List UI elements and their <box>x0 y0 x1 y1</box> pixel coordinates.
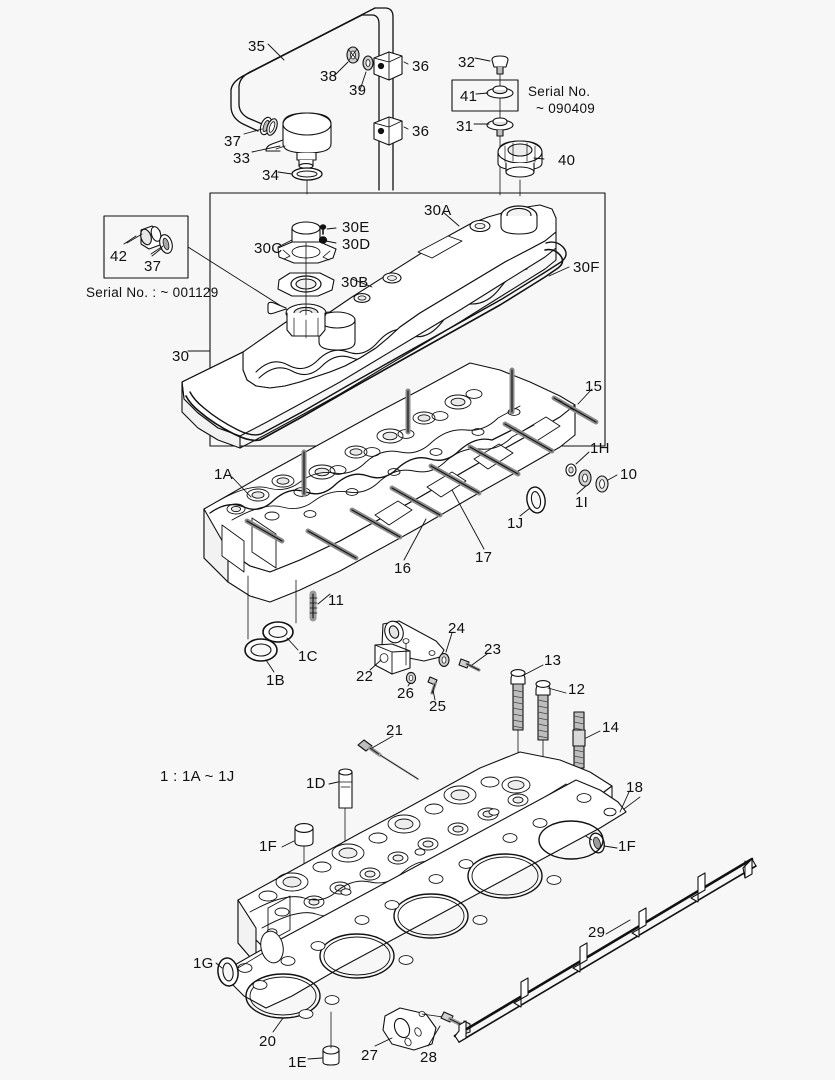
callout-25: 25 <box>429 698 447 715</box>
callout-26: 26 <box>397 685 415 702</box>
callout-18: 18 <box>626 779 644 796</box>
callout-11: 11 <box>328 592 345 609</box>
callout-22: 22 <box>356 668 374 685</box>
callout-1G: 1G <box>193 955 214 972</box>
callout-32: 32 <box>458 54 476 71</box>
callout-36-lower: 36 <box>412 123 430 140</box>
dowel-pin-11 <box>309 590 318 622</box>
breather-body-33 <box>265 112 332 169</box>
studs-upper-head <box>244 367 599 561</box>
washer-39 <box>362 55 374 71</box>
callout-14: 14 <box>602 719 620 736</box>
plug-1E <box>322 1045 340 1066</box>
valve-cover-30A <box>181 204 567 449</box>
callout-30B: 30B <box>341 274 369 291</box>
leader-lines <box>123 43 631 1060</box>
callout-37-top: 37 <box>224 133 242 150</box>
washer-1I <box>578 469 592 487</box>
thermostat-flange-27 <box>382 1007 437 1051</box>
callout-24: 24 <box>448 620 466 637</box>
callout-1F-right: 1F <box>618 838 637 855</box>
breather-hose-35 <box>230 7 394 191</box>
callout-41: 41 <box>460 88 478 105</box>
callout-30E: 30E <box>342 219 370 236</box>
washer-24 <box>438 653 450 667</box>
washer-10 <box>595 475 609 493</box>
callout-28: 28 <box>420 1049 438 1066</box>
hose-bracket-36-upper <box>373 51 403 81</box>
callout-1D: 1D <box>306 775 326 792</box>
callout-10: 10 <box>620 466 638 483</box>
group-legend-note: 1 : 1A ~ 1J <box>160 768 235 785</box>
callout-16: 16 <box>394 560 412 577</box>
o-ring-1J <box>526 486 546 514</box>
callout-38: 38 <box>320 68 338 85</box>
clip-30E <box>319 224 327 235</box>
bush-42 <box>140 225 162 250</box>
callout-27: 27 <box>361 1047 379 1064</box>
callout-12: 12 <box>568 681 586 698</box>
callout-30D: 30D <box>342 236 371 253</box>
bolt-25 <box>427 676 438 695</box>
callout-17: 17 <box>475 549 493 566</box>
callout-1H: 1H <box>590 440 610 457</box>
callout-23: 23 <box>484 641 502 658</box>
callout-35: 35 <box>248 38 266 55</box>
callout-1I: 1I <box>575 494 589 511</box>
cylinder-head-1A <box>203 362 576 603</box>
callout-31: 31 <box>456 118 474 135</box>
callout-42: 42 <box>110 248 128 265</box>
callout-30: 30 <box>172 348 190 365</box>
callout-13: 13 <box>544 652 562 669</box>
washer-26 <box>405 671 417 685</box>
o-ring-34 <box>291 167 323 181</box>
callout-20: 20 <box>259 1033 277 1050</box>
callout-1B: 1B <box>266 672 285 689</box>
o-ring-37-top <box>259 116 278 136</box>
callout-21: 21 <box>386 722 404 739</box>
callout-33: 33 <box>233 150 251 167</box>
callout-15: 15 <box>585 378 603 395</box>
cap-bolt-32 <box>491 55 509 75</box>
callout-1E: 1E <box>288 1054 307 1071</box>
callout-29: 29 <box>588 924 606 941</box>
clamp-38 <box>346 46 360 64</box>
callout-1F-left: 1F <box>259 838 278 855</box>
seal-washer-31 <box>486 117 514 137</box>
o-ring-37-serial <box>159 234 173 254</box>
callout-1C: 1C <box>298 648 318 665</box>
seal-washer-41 <box>486 85 514 99</box>
stud-15 <box>551 395 599 425</box>
callout-40: 40 <box>558 152 576 169</box>
callout-30F: 30F <box>573 259 600 276</box>
serial-note-right-line2: ~ 090409 <box>536 101 596 116</box>
callout-30C: 30C <box>254 240 283 257</box>
callout-1A: 1A <box>214 466 233 483</box>
pin-30D <box>318 236 328 244</box>
callout-1J: 1J <box>507 515 524 532</box>
bolt-23 <box>458 658 481 672</box>
callout-34: 34 <box>262 167 280 184</box>
serial-note-left: Serial No. : ~ 001129 <box>86 285 219 300</box>
serial-note-right-line1: Serial No. <box>528 84 591 99</box>
callout-36-upper: 36 <box>412 58 430 75</box>
nut-1H <box>565 463 577 477</box>
callout-30A: 30A <box>424 202 452 219</box>
head-bolt-12 <box>535 680 551 797</box>
oil-filler-cap-40 <box>497 140 543 178</box>
valve-guide-1D <box>338 768 353 867</box>
serial-box-right <box>451 79 519 112</box>
callout-39: 39 <box>349 82 367 99</box>
o-ring-1G <box>217 957 239 987</box>
hose-bracket-36-lower <box>373 116 403 146</box>
o-ring-1B <box>244 638 278 662</box>
glow-plug-21 <box>357 739 420 781</box>
lifting-bracket-22 <box>374 620 445 675</box>
o-ring-1C <box>262 621 294 643</box>
callout-37-serial: 37 <box>144 258 162 275</box>
rail-bracket-29 <box>453 857 757 1043</box>
head-gasket-20 <box>225 779 627 1019</box>
